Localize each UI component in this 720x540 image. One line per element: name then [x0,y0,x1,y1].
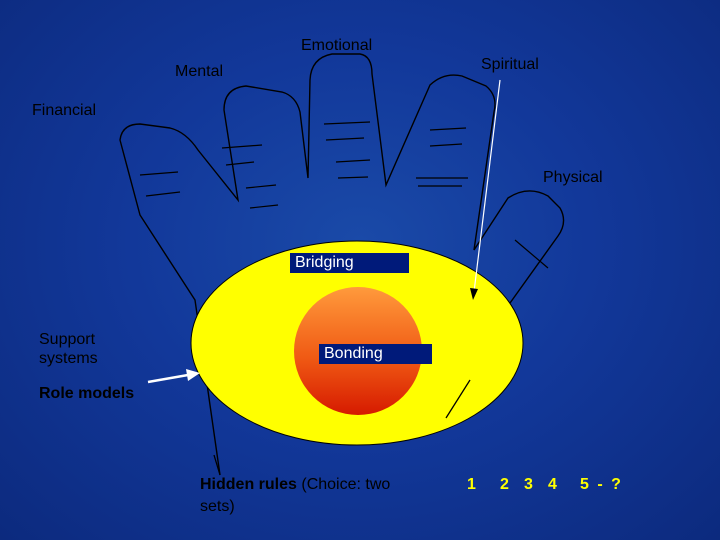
label-hidden-rules: Hidden rules (Choice: two sets) [200,474,390,518]
spiritual-arrow-icon [470,79,501,300]
label-mental: Mental [175,63,224,80]
label-financial: Financial [32,102,97,119]
label-support-systems: Support systems [39,330,98,368]
label-spiritual: Spiritual [481,56,539,73]
hidden-rules-line2: sets) [200,498,235,515]
role-models-arrow-icon [147,369,200,384]
hand-outline-icon [119,53,565,476]
scale-5-question: 5 - ? [580,476,623,493]
label-bonding: Bonding [319,344,432,364]
scale-4: 4 [548,476,557,493]
scale-1: 1 [467,476,476,493]
finger-creases-icon [139,121,549,341]
label-bridging: Bridging [290,253,409,273]
scale-2: 2 [500,476,509,493]
label-support-line1: Support [39,331,96,348]
hidden-rules-rest: (Choice: two [301,476,391,493]
label-physical: Physical [543,169,603,186]
label-emotional: Emotional [301,37,373,54]
label-support-line2: systems [39,350,98,367]
scale-3: 3 [524,476,533,493]
hidden-rules-bold: Hidden rules [200,476,297,493]
label-role-models: Role models [39,385,135,402]
